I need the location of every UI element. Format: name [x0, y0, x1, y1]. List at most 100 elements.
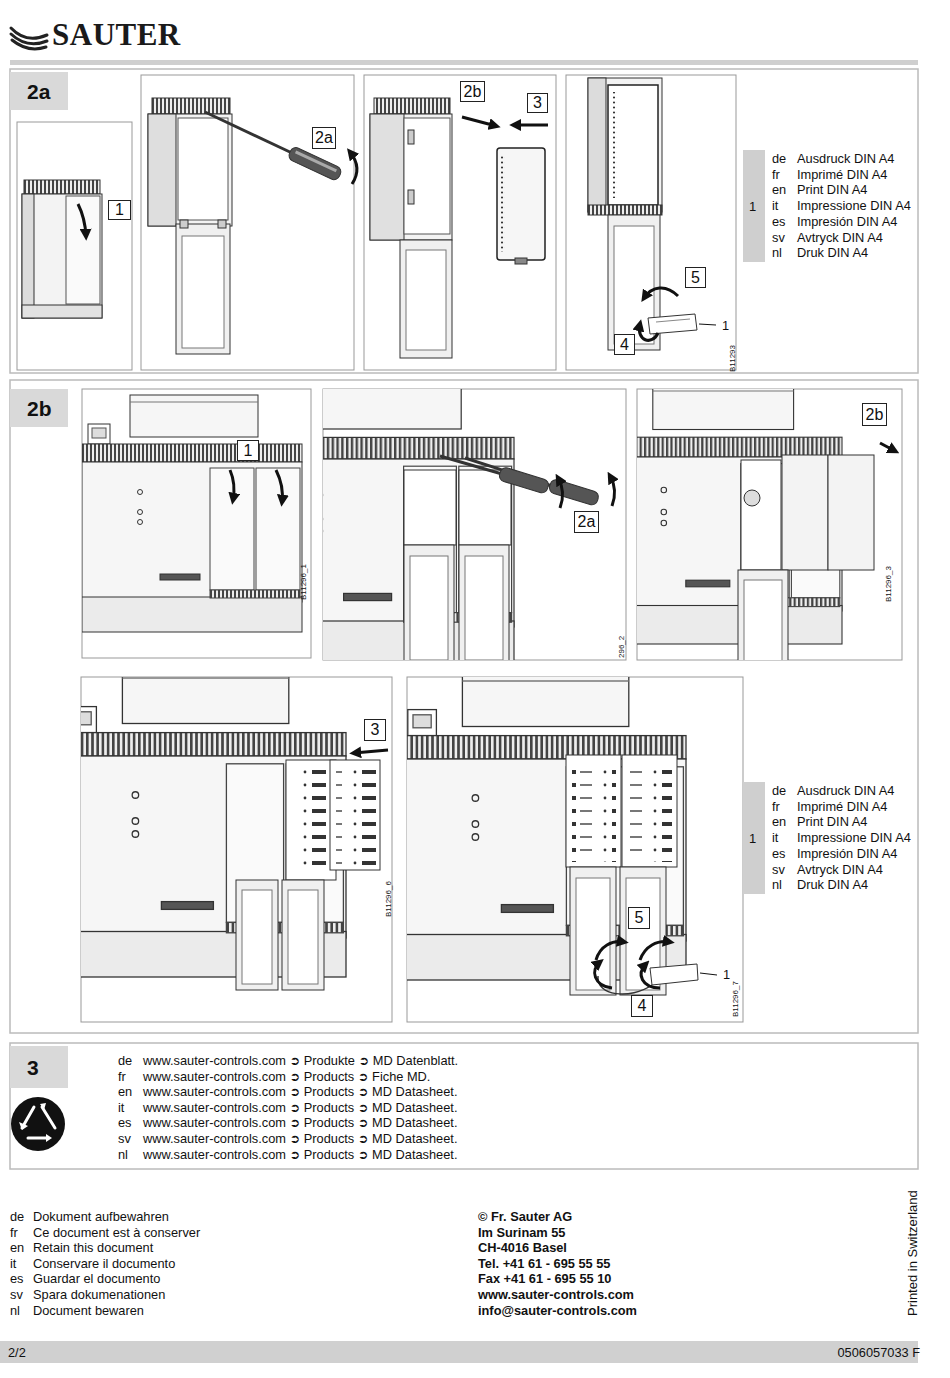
- module-figure: [178, 118, 228, 220]
- address-line: Tel. +41 61 - 695 55 55: [478, 1256, 610, 1271]
- controller-figure: [598, 976, 652, 994]
- retention-note: Document bewaren: [33, 1303, 144, 1318]
- language-code: de: [10, 1209, 24, 1224]
- language-code: nl: [10, 1303, 20, 1318]
- module-figure: [22, 194, 102, 318]
- language-code: sv: [118, 1131, 131, 1146]
- retention-note: Ce document est à conserver: [33, 1225, 200, 1240]
- module-figure: [614, 226, 654, 344]
- callout-number: 1: [237, 440, 259, 461]
- retention-note: Retain this document: [33, 1240, 153, 1255]
- step-band: 1: [743, 782, 765, 894]
- section-header: 2b: [10, 389, 68, 427]
- panel-frames: [17, 122, 132, 370]
- node-text: 1: [244, 443, 253, 459]
- language-code: en: [118, 1084, 132, 1099]
- controller-figure: [576, 878, 610, 990]
- web-link: www.sauter-controls.com ➲ Products ➲ MD …: [143, 1115, 457, 1130]
- panel-frames: [141, 75, 354, 370]
- web-link: www.sauter-controls.com ➲ Products ➲ MD …: [143, 1131, 457, 1146]
- node-text: 3: [371, 722, 380, 738]
- language-code: fr: [772, 167, 780, 182]
- print-format: Impresión DIN A4: [797, 214, 897, 229]
- module-figure: [182, 236, 224, 348]
- module-figure: [350, 152, 357, 184]
- language-code: fr: [10, 1225, 18, 1240]
- language-code: fr: [772, 799, 780, 814]
- language-code: it: [772, 198, 778, 213]
- print-format: Impressione DIN A4: [797, 830, 911, 845]
- language-code: es: [772, 846, 786, 861]
- controller-figure: [410, 556, 448, 660]
- controller-figure: [459, 545, 509, 660]
- print-format: Print DIN A4: [797, 182, 867, 197]
- language-code: en: [772, 182, 786, 197]
- language-code: it: [118, 1100, 124, 1115]
- callout-number: 2a: [574, 511, 599, 533]
- language-code: de: [772, 783, 786, 798]
- callout-number: 5: [685, 267, 706, 288]
- print-format: Avtryck DIN A4: [797, 230, 883, 245]
- print-note: Printed in Switzerland: [905, 1190, 920, 1316]
- section-frames: [10, 69, 918, 373]
- figure-code: B11296_3: [884, 566, 893, 602]
- controller-figure: [548, 478, 600, 506]
- document-number: 0506057033 F: [837, 1345, 920, 1360]
- controller-figure: [700, 973, 717, 975]
- module-figure: [148, 98, 357, 354]
- callout-number: 4: [631, 995, 653, 1017]
- controller-figure: [282, 880, 324, 990]
- callout-number: 1: [108, 200, 131, 220]
- controller-figure: [595, 962, 612, 988]
- logo-swoosh: [12, 40, 46, 49]
- retention-note: Conservare il documento: [33, 1256, 175, 1271]
- print-format: Print DIN A4: [797, 814, 867, 829]
- node-text: 2b: [866, 407, 884, 423]
- controller-figure: [498, 466, 550, 494]
- callout-number: 2a: [312, 127, 336, 149]
- module-figure: [408, 190, 414, 204]
- retention-note: Spara dokumenationen: [33, 1287, 165, 1302]
- module-figure: [699, 324, 716, 325]
- node-text: 2a: [27, 81, 50, 102]
- figure-code: 296_2: [617, 636, 626, 658]
- module-figure: [374, 98, 450, 114]
- module-figure: [218, 220, 226, 228]
- print-format: Ausdruck DIN A4: [797, 783, 894, 798]
- module-figure: [370, 114, 404, 240]
- panel-frames: [566, 75, 736, 370]
- recycle-icon: [19, 1103, 52, 1142]
- controller-figure: [828, 455, 874, 570]
- print-format: Impressione DIN A4: [797, 198, 911, 213]
- controller-figure: [738, 570, 788, 660]
- language-code: nl: [772, 245, 782, 260]
- print-format: Imprimé DIN A4: [797, 167, 887, 182]
- language-code: sv: [10, 1287, 23, 1302]
- node-text: 5: [691, 270, 700, 286]
- controller-figure: [404, 470, 456, 545]
- module-figure: [148, 114, 176, 226]
- language-code: sv: [772, 230, 785, 245]
- module-figure: [176, 224, 230, 354]
- controller-figure: [323, 389, 514, 660]
- section-frames: [10, 69, 918, 1169]
- controller-figure: [288, 890, 318, 984]
- module-figure: [404, 118, 450, 234]
- web-link: www.sauter-controls.com ➲ Products ➲ MD …: [143, 1147, 457, 1162]
- node-text: 2b: [464, 84, 482, 100]
- controller-figure: [744, 580, 782, 660]
- recycle-icon: [11, 1097, 65, 1151]
- callout-number: 1: [722, 318, 729, 333]
- retention-note: Guardar el documento: [33, 1271, 160, 1286]
- controller-figure: [548, 478, 600, 506]
- web-link: www.sauter-controls.com ➲ Produkte ➲ MD …: [143, 1053, 458, 1068]
- module-figure: [287, 146, 343, 182]
- address-line: CH-4016 Basel: [478, 1240, 567, 1255]
- address-line: Fax +41 61 - 695 55 10: [478, 1271, 611, 1286]
- section-frames: [10, 380, 918, 1033]
- controller-figure: [641, 964, 660, 988]
- controller-figure: [610, 476, 615, 506]
- language-code: it: [10, 1256, 16, 1271]
- controller-figure: [292, 770, 332, 870]
- header-rule: [10, 60, 918, 65]
